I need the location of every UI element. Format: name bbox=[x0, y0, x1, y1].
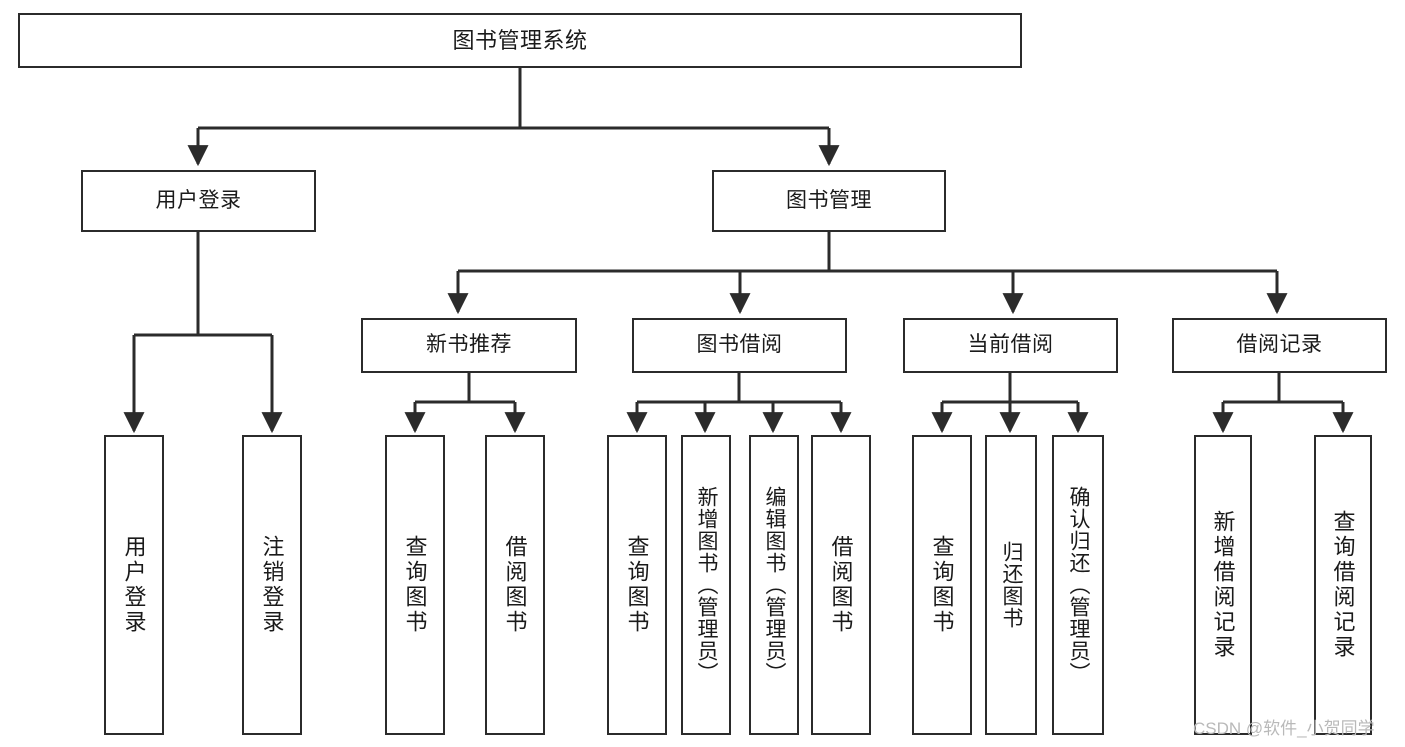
node-current-borrow[interactable]: 当前借阅 bbox=[903, 318, 1118, 373]
node-new-book-recommend[interactable]: 新书推荐 bbox=[361, 318, 577, 373]
leaf-record-add-borrow-record[interactable]: 新增借阅记录 bbox=[1194, 435, 1252, 735]
leaf-borrow-query-book[interactable]: 查询图书 bbox=[607, 435, 667, 735]
node-borrow-record[interactable]: 借阅记录 bbox=[1172, 318, 1387, 373]
node-label: 新增借阅记录 bbox=[1210, 510, 1236, 660]
leaf-recommend-borrow-book[interactable]: 借阅图书 bbox=[485, 435, 545, 735]
node-root-book-management-system[interactable]: 图书管理系统 bbox=[18, 13, 1022, 68]
node-label: 查询图书 bbox=[624, 535, 650, 635]
node-label: 查询图书 bbox=[402, 535, 428, 635]
node-user-login[interactable]: 用户登录 bbox=[81, 170, 316, 232]
node-label: 用户登录 bbox=[121, 535, 147, 635]
node-label: 新增图书（管理员） bbox=[695, 486, 719, 684]
node-label: 借阅记录 bbox=[1236, 333, 1323, 357]
leaf-current-return-book[interactable]: 归还图书 bbox=[985, 435, 1037, 735]
leaf-borrow-add-book-admin[interactable]: 新增图书（管理员） bbox=[681, 435, 731, 735]
watermark-text: CSDN @软件_小贺同学 bbox=[1193, 719, 1375, 738]
node-label: 归还图书 bbox=[1000, 541, 1024, 629]
node-label: 确认归还（管理员） bbox=[1067, 486, 1091, 684]
leaf-recommend-query-book[interactable]: 查询图书 bbox=[385, 435, 445, 735]
node-label: 借阅图书 bbox=[828, 535, 854, 635]
node-label: 查询图书 bbox=[929, 535, 955, 635]
node-label: 借阅图书 bbox=[502, 535, 528, 635]
node-label: 图书管理 bbox=[786, 188, 872, 212]
node-label: 编辑图书（管理员） bbox=[763, 486, 787, 684]
leaf-user-login[interactable]: 用户登录 bbox=[104, 435, 164, 735]
node-label: 图书借阅 bbox=[696, 333, 783, 357]
node-book-borrow[interactable]: 图书借阅 bbox=[632, 318, 847, 373]
leaf-borrow-borrow-book[interactable]: 借阅图书 bbox=[811, 435, 871, 735]
leaf-borrow-edit-book-admin[interactable]: 编辑图书（管理员） bbox=[749, 435, 799, 735]
node-label: 图书管理系统 bbox=[452, 27, 588, 53]
node-book-management[interactable]: 图书管理 bbox=[712, 170, 946, 232]
node-label: 查询借阅记录 bbox=[1330, 510, 1356, 660]
node-label: 注销登录 bbox=[259, 535, 285, 635]
node-label: 当前借阅 bbox=[967, 333, 1054, 357]
leaf-current-confirm-return-admin[interactable]: 确认归还（管理员） bbox=[1052, 435, 1104, 735]
node-label: 用户登录 bbox=[155, 188, 242, 212]
leaf-record-query-borrow-record[interactable]: 查询借阅记录 bbox=[1314, 435, 1372, 735]
leaf-current-query-book[interactable]: 查询图书 bbox=[912, 435, 972, 735]
leaf-user-logout[interactable]: 注销登录 bbox=[242, 435, 302, 735]
node-label: 新书推荐 bbox=[426, 333, 512, 357]
